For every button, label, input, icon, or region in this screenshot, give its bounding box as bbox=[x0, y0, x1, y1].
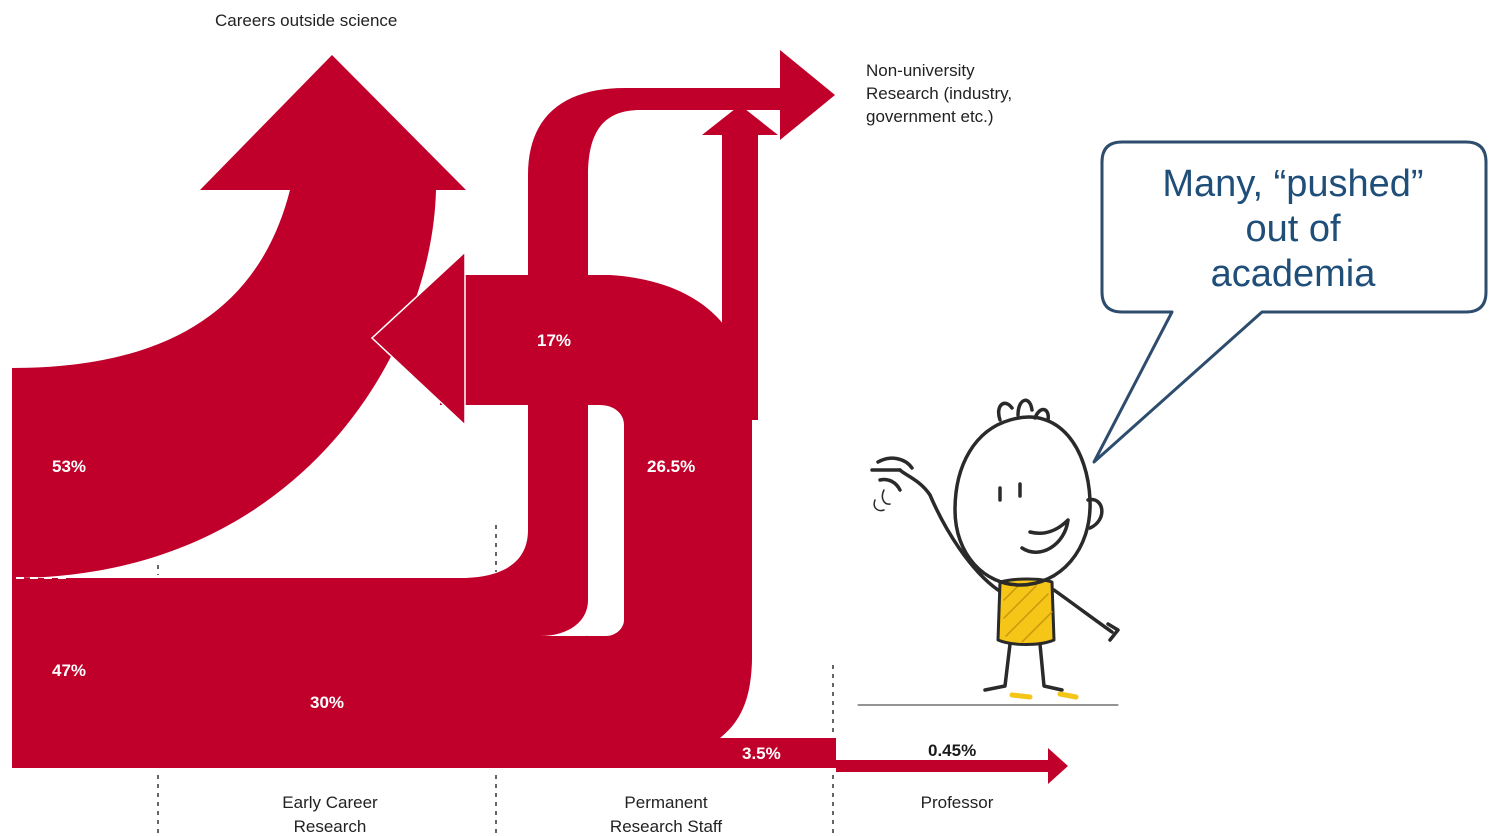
callout-line-1: Many, “pushed” bbox=[1162, 163, 1423, 205]
non-university-percent: 17% bbox=[537, 331, 571, 350]
non-university-label-3: government etc.) bbox=[866, 107, 994, 126]
permanent-staff-percent: 30% bbox=[310, 693, 344, 712]
professor-percent: 0.45% bbox=[928, 741, 976, 760]
figure-shirt bbox=[996, 577, 1056, 646]
professor-arrow bbox=[836, 748, 1068, 784]
permanent-outflow-percent: 26.5% bbox=[647, 457, 695, 476]
stick-figure-illustration bbox=[857, 398, 1120, 706]
outside-science-arrow bbox=[12, 55, 466, 578]
early-career-label-2: Research bbox=[294, 817, 367, 836]
callout-bubble bbox=[1092, 140, 1488, 464]
stage-separators bbox=[157, 525, 834, 836]
early-career-flow bbox=[12, 578, 836, 768]
to-professor-percent: 3.5% bbox=[742, 744, 781, 763]
non-university-label-2: Research (industry, bbox=[866, 84, 1012, 103]
permanent-to-industry-arrow bbox=[702, 105, 778, 420]
non-university-tube bbox=[12, 50, 835, 636]
callout-line-3: academia bbox=[1211, 253, 1377, 295]
return-arrow-head bbox=[370, 250, 466, 427]
early-career-label-1: Early Career bbox=[282, 793, 378, 812]
flow-gap bbox=[588, 425, 624, 636]
non-university-label-1: Non-university bbox=[866, 61, 975, 80]
outside-science-percent: 53% bbox=[52, 457, 86, 476]
outside-science-label: Careers outside science bbox=[215, 11, 397, 30]
figure-head bbox=[953, 415, 1092, 587]
permanent-staff-label-1: Permanent bbox=[624, 793, 707, 812]
early-career-percent: 47% bbox=[52, 661, 86, 680]
permanent-staff-label-2: Research Staff bbox=[610, 817, 722, 836]
callout-line-2: out of bbox=[1245, 208, 1341, 250]
professor-label: Professor bbox=[921, 793, 994, 812]
